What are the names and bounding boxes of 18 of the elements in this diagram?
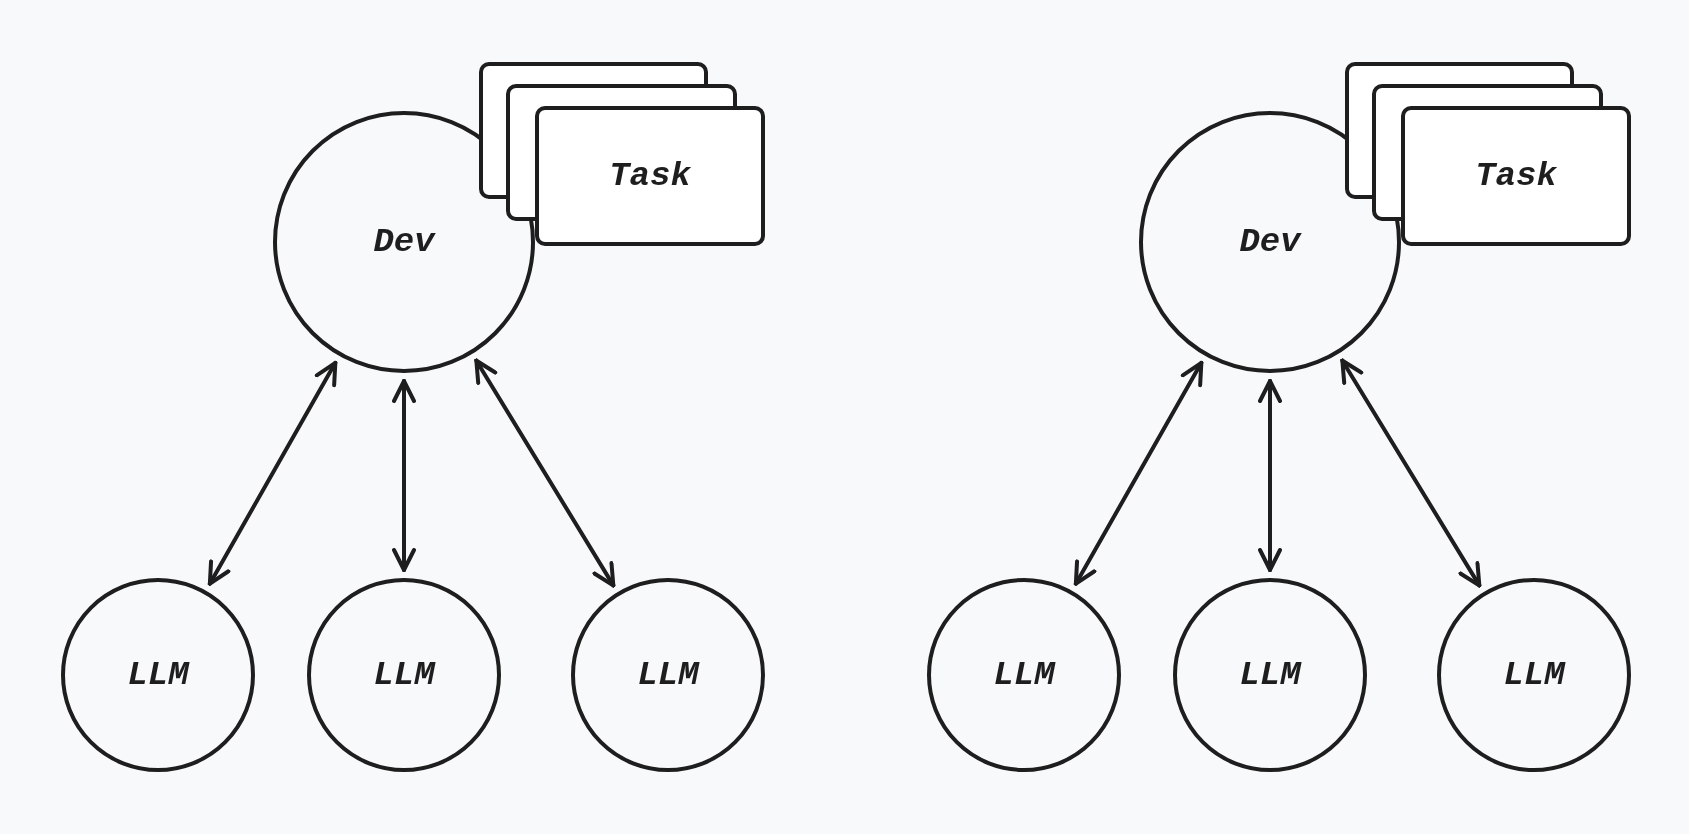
node-label: Dev: [373, 221, 435, 263]
double-arrow: [392, 379, 416, 572]
node-label: LLM: [1503, 654, 1565, 696]
double-arrow: [1340, 358, 1482, 588]
node-label: LLM: [1239, 654, 1301, 696]
double-arrow: [1073, 360, 1204, 586]
node-label: Dev: [1239, 221, 1301, 263]
node-label: LLM: [637, 654, 699, 696]
stacked-task-cards: [479, 62, 765, 246]
node-label: LLM: [373, 654, 435, 696]
stacked-task-cards: [1345, 62, 1631, 246]
node-label: Task: [609, 155, 691, 197]
node-label: LLM: [127, 654, 189, 696]
double-arrow: [474, 358, 616, 588]
node-label: LLM: [993, 654, 1055, 696]
double-arrow: [1258, 379, 1282, 572]
node-label: Task: [1475, 155, 1557, 197]
double-arrow: [207, 360, 338, 586]
